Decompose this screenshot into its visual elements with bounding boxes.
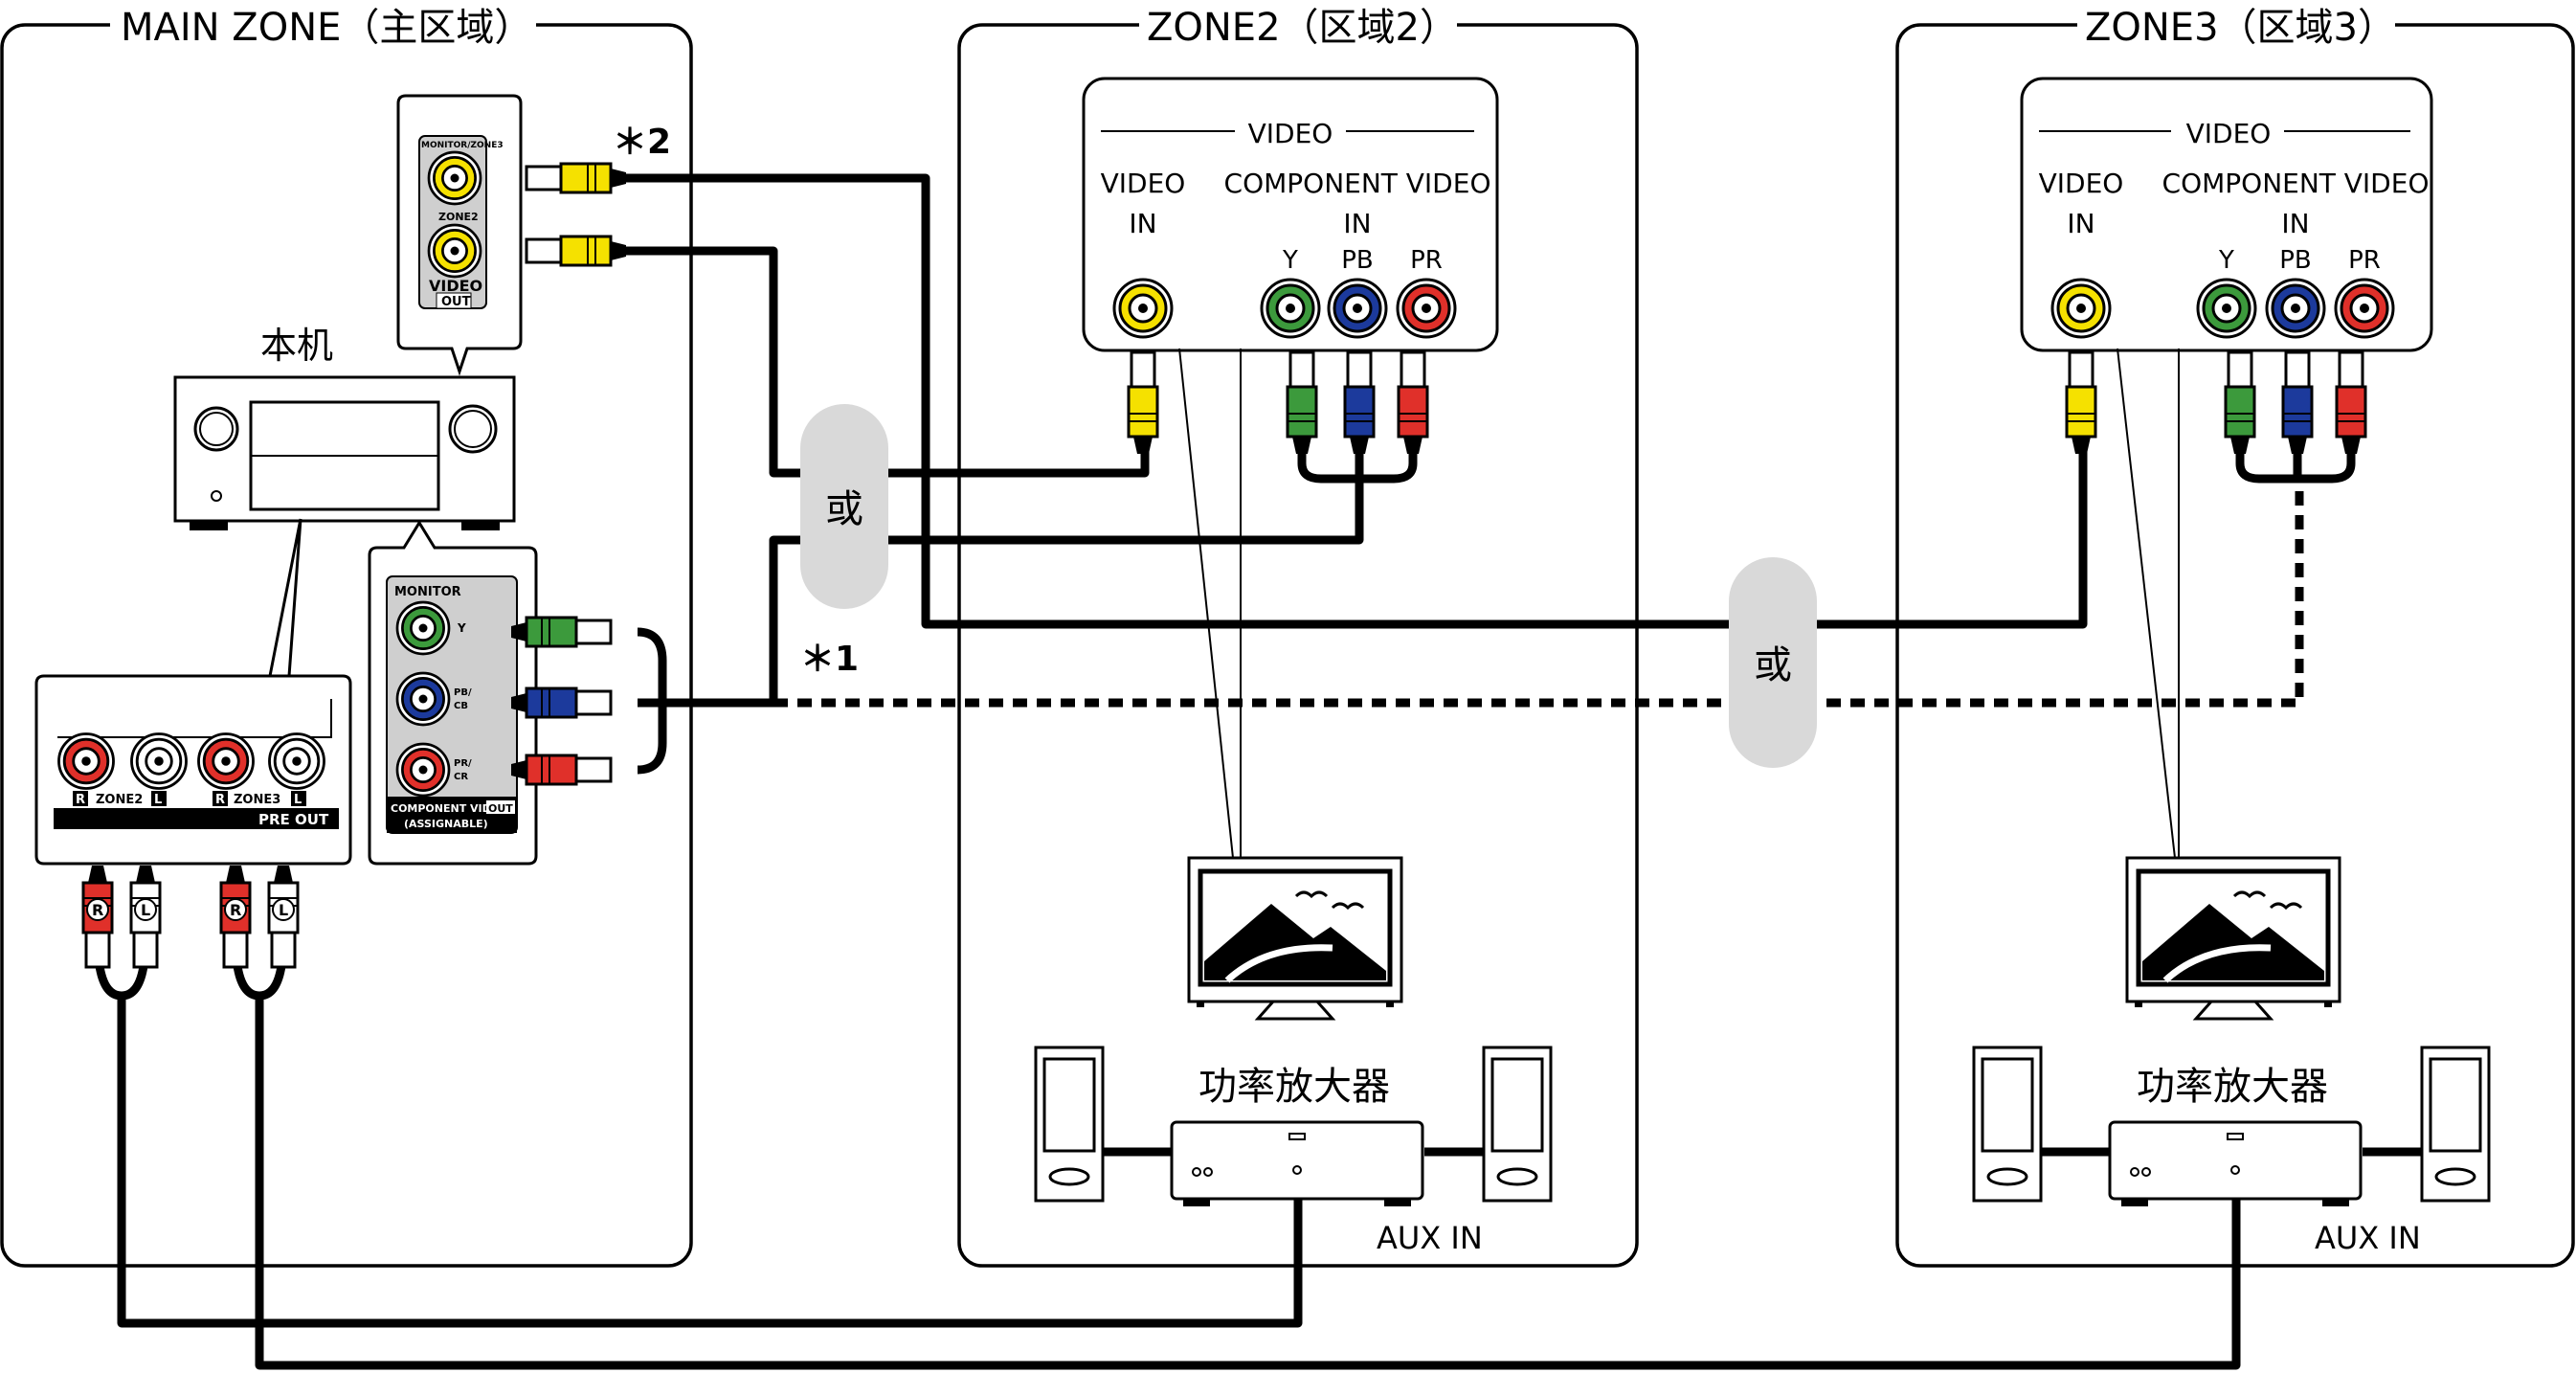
svg-text:COMPONENT VIDEO: COMPONENT VIDEO xyxy=(391,802,507,815)
svg-text:ZONE2: ZONE2 xyxy=(438,211,479,223)
svg-text:或: 或 xyxy=(1754,643,1792,687)
svg-text:PR: PR xyxy=(1410,246,1443,275)
svg-text:ZONE2: ZONE2 xyxy=(96,793,143,807)
note-star-1: ＊1 xyxy=(800,640,859,679)
svg-text:COMPONENT VIDEO: COMPONENT VIDEO xyxy=(1224,168,1491,199)
svg-text:PB: PB xyxy=(2279,246,2312,275)
zone2-aux-in: AUX IN xyxy=(1377,1220,1483,1256)
zone3-tv xyxy=(2127,858,2340,1019)
zone3-title: ZONE3（区域3） xyxy=(2085,6,2396,50)
zone2-input-panel: VIDEO VIDEO IN COMPONENT VIDEO IN Y PB P… xyxy=(1082,77,1499,352)
zone2-amplifier xyxy=(1170,1120,1424,1208)
svg-text:OUT: OUT xyxy=(441,295,471,309)
svg-text:CB: CB xyxy=(454,701,468,711)
preout-panel: R ZONE2 L R ZONE3 L PRE OUT xyxy=(34,518,352,866)
svg-text:IN: IN xyxy=(2281,208,2309,239)
zone2-amp-label: 功率放大器 xyxy=(1198,1065,1390,1109)
svg-text:IN: IN xyxy=(2067,208,2094,239)
cable-component-zone2 xyxy=(670,479,1364,708)
cable-video-zone2 xyxy=(613,246,1150,478)
svg-text:VIDEO: VIDEO xyxy=(1248,118,1333,149)
video-out-panel: MONITOR/ZONE3 ZONE2 VIDEO OUT xyxy=(396,94,523,376)
zone3-amp-label: 功率放大器 xyxy=(2137,1065,2328,1109)
or-marker-2: 或 xyxy=(1729,557,1817,768)
svg-text:或: 或 xyxy=(825,487,863,531)
cables xyxy=(93,173,2424,1370)
svg-text:VIDEO: VIDEO xyxy=(2186,118,2272,149)
svg-text:COMPONENT VIDEO: COMPONENT VIDEO xyxy=(2162,168,2430,199)
svg-text:L: L xyxy=(294,793,302,807)
svg-text:L: L xyxy=(154,793,162,807)
svg-text:R: R xyxy=(215,793,225,807)
svg-text:OUT: OUT xyxy=(488,802,513,815)
main-unit: 本机 xyxy=(173,325,516,530)
zone2-tv xyxy=(1189,858,1401,1019)
svg-text:R: R xyxy=(230,901,241,919)
svg-text:R: R xyxy=(92,901,103,919)
svg-text:MONITOR: MONITOR xyxy=(394,585,461,599)
svg-text:VIDEO: VIDEO xyxy=(1101,168,1186,199)
note-star-2: ＊2 xyxy=(613,123,671,162)
svg-text:PRE OUT: PRE OUT xyxy=(258,811,329,828)
cable-audio-zone3 xyxy=(255,996,2241,1370)
cable-video-zone3 xyxy=(613,173,2088,629)
or-marker-1: 或 xyxy=(800,404,888,609)
svg-text:PR/: PR/ xyxy=(454,758,472,769)
zone3-speaker-right xyxy=(2420,1046,2491,1203)
svg-text:Y: Y xyxy=(2218,246,2234,275)
zone3-input-panel: VIDEO VIDEO IN COMPONENT VIDEO IN Y PB P… xyxy=(2020,77,2433,352)
zone3-aux-in: AUX IN xyxy=(2315,1220,2421,1256)
svg-text:CR: CR xyxy=(454,772,468,782)
svg-text:VIDEO: VIDEO xyxy=(2039,168,2124,199)
svg-text:PB/: PB/ xyxy=(454,687,472,698)
zone3-amplifier xyxy=(2108,1120,2363,1208)
unit-label: 本机 xyxy=(260,325,333,367)
svg-text:(ASSIGNABLE): (ASSIGNABLE) xyxy=(404,818,488,830)
svg-text:PB: PB xyxy=(1341,246,1374,275)
svg-text:IN: IN xyxy=(1343,208,1371,239)
audio-plugs: R L R L xyxy=(81,864,300,969)
component-out-plugs xyxy=(509,616,613,786)
svg-text:VIDEO: VIDEO xyxy=(429,277,482,295)
svg-text:MONITOR/ZONE3: MONITOR/ZONE3 xyxy=(421,141,504,150)
svg-text:ZONE3: ZONE3 xyxy=(234,793,280,807)
svg-text:Y: Y xyxy=(1282,246,1298,275)
zone2-speaker-left xyxy=(1034,1046,1105,1203)
svg-text:IN: IN xyxy=(1129,208,1156,239)
zone3-speaker-left xyxy=(1972,1046,2043,1203)
cable-audio-zone2 xyxy=(117,996,1303,1328)
svg-text:Y: Y xyxy=(457,621,466,635)
svg-text:L: L xyxy=(279,901,288,919)
component-out-panel: MONITOR Y PB/ CB PR/ CR COMPONENT VIDEO … xyxy=(368,520,538,866)
svg-text:R: R xyxy=(76,793,85,807)
svg-text:PR: PR xyxy=(2348,246,2381,275)
zone2-title: ZONE2（区域2） xyxy=(1147,6,1458,50)
main-zone-title: MAIN ZONE（主区域） xyxy=(121,6,532,50)
svg-text:L: L xyxy=(141,901,150,919)
cable-component-zone3-alt xyxy=(773,484,2304,708)
zone2-speaker-right xyxy=(1482,1046,1553,1203)
